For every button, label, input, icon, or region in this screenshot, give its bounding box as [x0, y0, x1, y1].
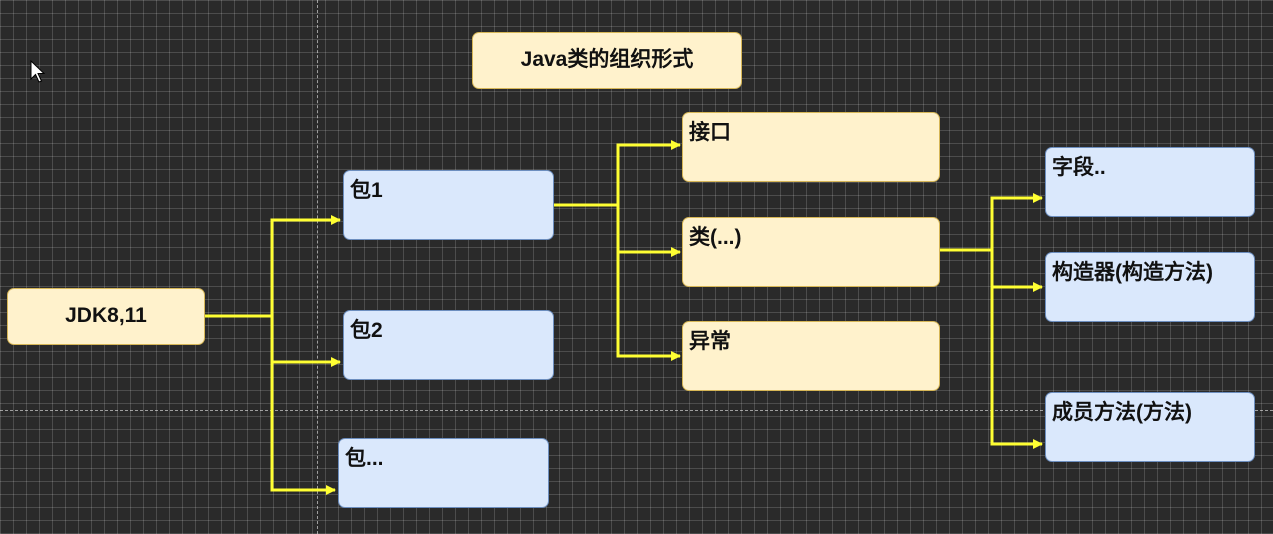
dashed-guide-horizontal [0, 410, 1273, 411]
diagram-title[interactable]: Java类的组织形式 [472, 32, 742, 89]
node-interface[interactable]: 接口 [682, 112, 940, 182]
edge-root-pkg1 [205, 215, 341, 318]
edge-class-field [940, 193, 1043, 252]
node-package-2[interactable]: 包2 [343, 310, 554, 380]
mouse-pointer-icon [30, 59, 46, 89]
node-package-1[interactable]: 包1 [343, 170, 554, 240]
dashed-guide-vertical [317, 0, 318, 534]
edge-pkg1-exception [554, 203, 681, 361]
node-jdk-root[interactable]: JDK8,11 [7, 288, 205, 345]
edge-class-method [940, 248, 1043, 449]
node-constructor[interactable]: 构造器(构造方法) [1045, 252, 1255, 322]
node-package-more[interactable]: 包... [338, 438, 549, 508]
edge-root-pkg3 [205, 314, 336, 495]
node-field[interactable]: 字段.. [1045, 147, 1255, 217]
node-exception[interactable]: 异常 [682, 321, 940, 391]
node-member-method[interactable]: 成员方法(方法) [1045, 392, 1255, 462]
edge-pkg1-interface [554, 140, 681, 207]
node-class[interactable]: 类(...) [682, 217, 940, 287]
